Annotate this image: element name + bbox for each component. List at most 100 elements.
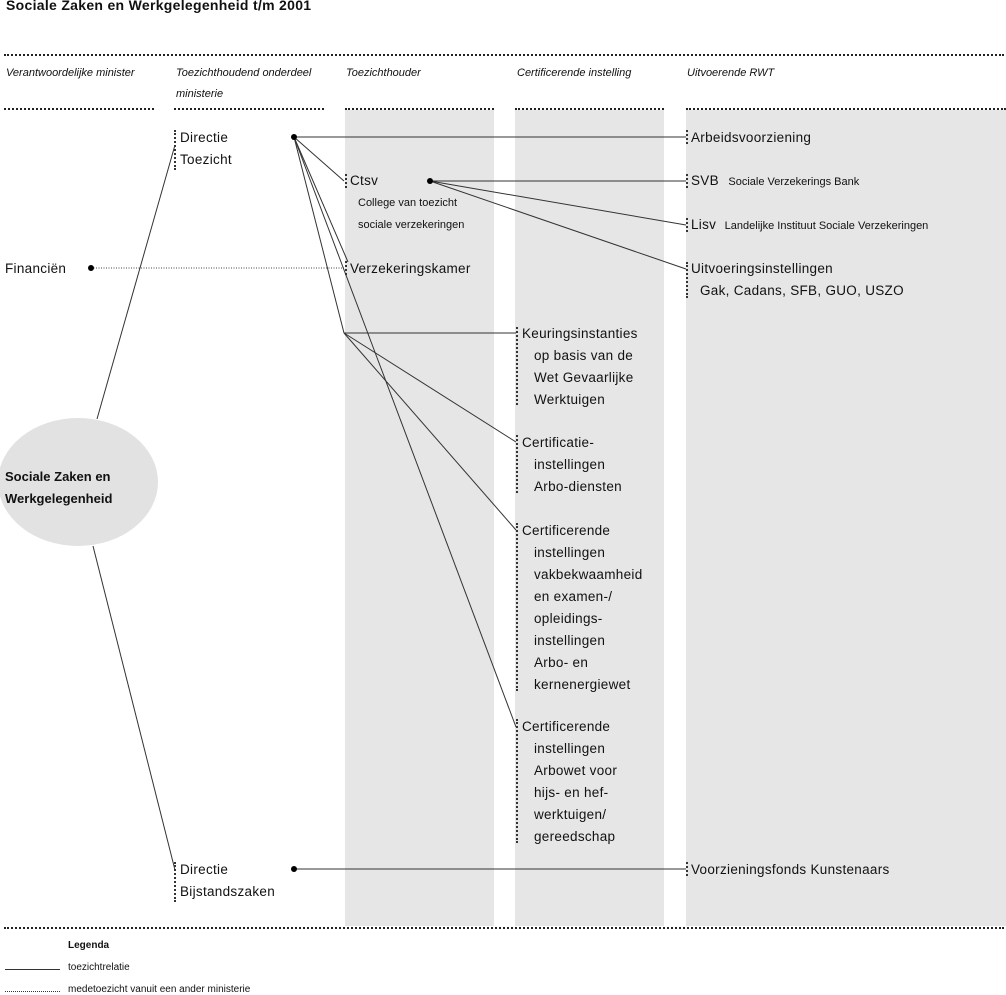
cert4-line5: werktuigen/	[534, 807, 607, 822]
cert4-line4: hijs- en hef-	[534, 785, 609, 800]
cert4-line2: instellingen	[534, 741, 606, 756]
cert3-line4: en examen-/	[534, 589, 613, 604]
rwt-column-bg	[686, 110, 1006, 926]
legend-solid-label: toezichtrelatie	[68, 962, 130, 973]
header-underline-onderdeel	[174, 108, 324, 110]
node-verzekeringskamer: Verzekeringskamer	[350, 261, 471, 276]
marker-arbeid	[686, 130, 688, 144]
directie-toezicht-line2: Toezicht	[180, 152, 232, 167]
node-uitvoeringsinstellingen: Uitvoeringsinstellingen Gak, Cadans, SFB…	[691, 258, 904, 302]
page-title: Sociale Zaken en Werkgelegenheid t/m 200…	[6, 0, 312, 13]
node-cert2: Certificatie- instellingen Arbo-diensten	[522, 432, 622, 498]
cert4-line1: Certificerende	[522, 719, 611, 734]
ministry-ellipse	[0, 418, 158, 546]
dot-directie-toezicht	[291, 134, 297, 140]
marker-directie-toezicht	[174, 130, 176, 170]
line-dt-ctsv	[293, 136, 345, 182]
line-ctsv-uitvoering	[429, 180, 687, 270]
marker-cert1	[516, 327, 518, 405]
header-underline-minister	[4, 108, 154, 110]
cert4-line6: gereedschap	[534, 829, 616, 844]
cert1-line2: op basis van de	[534, 348, 634, 363]
dot-directie-bijstand	[291, 866, 297, 872]
header-toezichthouder: Toezichthouder	[346, 67, 421, 79]
bottom-divider	[4, 927, 1004, 929]
header-rwt: Uitvoerende RWT	[687, 67, 775, 79]
node-cert3: Certificerende instellingen vakbekwaamhe…	[522, 520, 643, 696]
marker-verzekeringskamer	[345, 261, 347, 275]
line-ministry-directie-toezicht	[96, 144, 176, 420]
ministry-line1: Sociale Zaken en	[5, 469, 111, 484]
directie-toezicht-line1: Directie	[180, 130, 229, 145]
cert3-line5: opleidings-	[534, 611, 603, 626]
header-certificerend: Certificerende instelling	[517, 67, 632, 79]
cert1-line3: Wet Gevaarlijke	[534, 370, 634, 385]
node-cert1: Keuringsinstanties op basis van de Wet G…	[522, 323, 638, 411]
legend-dotted-line	[5, 991, 60, 992]
node-financien: Financiën	[5, 261, 67, 276]
node-ctsv: Ctsv	[350, 173, 379, 188]
header-underline-toezichthouder	[345, 108, 494, 110]
cert2-line2: instellingen	[534, 457, 606, 472]
top-divider	[4, 54, 1004, 56]
uitvoering-list: Gak, Cadans, SFB, GUO, USZO	[700, 283, 904, 298]
marker-uitvoering	[686, 262, 688, 298]
cert3-line6: instellingen	[534, 633, 606, 648]
line-fan-cert2	[343, 332, 517, 443]
header-underline-rwt	[686, 108, 1006, 110]
ctsv-sub2: sociale verzekeringen	[358, 219, 465, 231]
line-ctsv-lisv	[429, 180, 687, 226]
directie-bijstand-line1: Directie	[180, 862, 229, 877]
certificerend-column-bg	[515, 110, 664, 926]
legend-dotted-label: medetoezicht vanuit een ander ministerie	[68, 984, 251, 995]
cert3-line7: Arbo- en	[534, 655, 589, 670]
marker-ctsv	[345, 174, 347, 188]
directie-bijstand-line2: Bijstandszaken	[180, 884, 276, 899]
header-onderdeel-line1: Toezichthoudend onderdeel	[176, 67, 312, 79]
node-svb: SVB Sociale Verzekerings Bank	[691, 170, 859, 193]
header-underline-certificerend	[515, 108, 664, 110]
ministry-line2: Werkgelegenheid	[5, 491, 113, 506]
dot-ctsv	[427, 178, 433, 184]
header-onderdeel-line2: ministerie	[176, 88, 224, 100]
node-directie-bijstand: Directie Bijstandszaken	[180, 859, 275, 903]
node-voorzieningsfonds: Voorzieningsfonds Kunstenaars	[691, 862, 890, 877]
marker-svb	[686, 174, 688, 188]
svb-label: SVB	[691, 173, 719, 188]
cert3-line8: kernenergiewet	[534, 677, 631, 692]
dot-financien	[88, 265, 94, 271]
line-ministry-directie-bijstand	[92, 545, 176, 871]
line-dt-fan	[293, 136, 345, 334]
marker-cert4	[516, 719, 518, 843]
cert1-line1: Keuringsinstanties	[522, 326, 638, 341]
legend-title: Legenda	[68, 940, 110, 951]
marker-vfk	[686, 862, 688, 876]
cert2-line3: Arbo-diensten	[534, 479, 622, 494]
cert1-line4: Werktuigen	[534, 392, 606, 407]
lisv-label: Lisv	[691, 217, 717, 232]
uitvoering-label: Uitvoeringsinstellingen	[691, 261, 833, 276]
svb-full-name: Sociale Verzekerings Bank	[728, 176, 860, 188]
line-dt-cert4	[293, 136, 517, 728]
toezichthouder-column-bg	[345, 110, 494, 926]
legend-solid-line	[5, 969, 60, 970]
cert2-line1: Certificatie-	[522, 435, 595, 450]
cert4-line3: Arbowet voor	[534, 763, 618, 778]
marker-cert2	[516, 435, 518, 493]
ctsv-sub1: College van toezicht	[358, 197, 458, 209]
ministry-label: Sociale Zaken en Werkgelegenheid	[5, 466, 112, 510]
line-dt-verzekeringskamer	[293, 136, 349, 263]
marker-cert3	[516, 523, 518, 691]
header-onderdeel: Toezichthoudend onderdeel ministerie	[176, 63, 311, 105]
cert3-line3: vakbekwaamheid	[534, 567, 643, 582]
marker-directie-bijstand	[174, 862, 176, 902]
line-fan-cert3	[343, 332, 517, 531]
lisv-full-name: Landelijke Instituut Sociale Verzekering…	[724, 220, 929, 232]
cert3-line1: Certificerende	[522, 523, 611, 538]
header-minister: Verantwoordelijke minister	[6, 67, 135, 79]
node-directie-toezicht: Directie Toezicht	[180, 127, 232, 171]
node-lisv: Lisv Landelijke Instituut Sociale Verzek…	[691, 214, 928, 237]
cert3-line2: instellingen	[534, 545, 606, 560]
marker-lisv	[686, 218, 688, 232]
